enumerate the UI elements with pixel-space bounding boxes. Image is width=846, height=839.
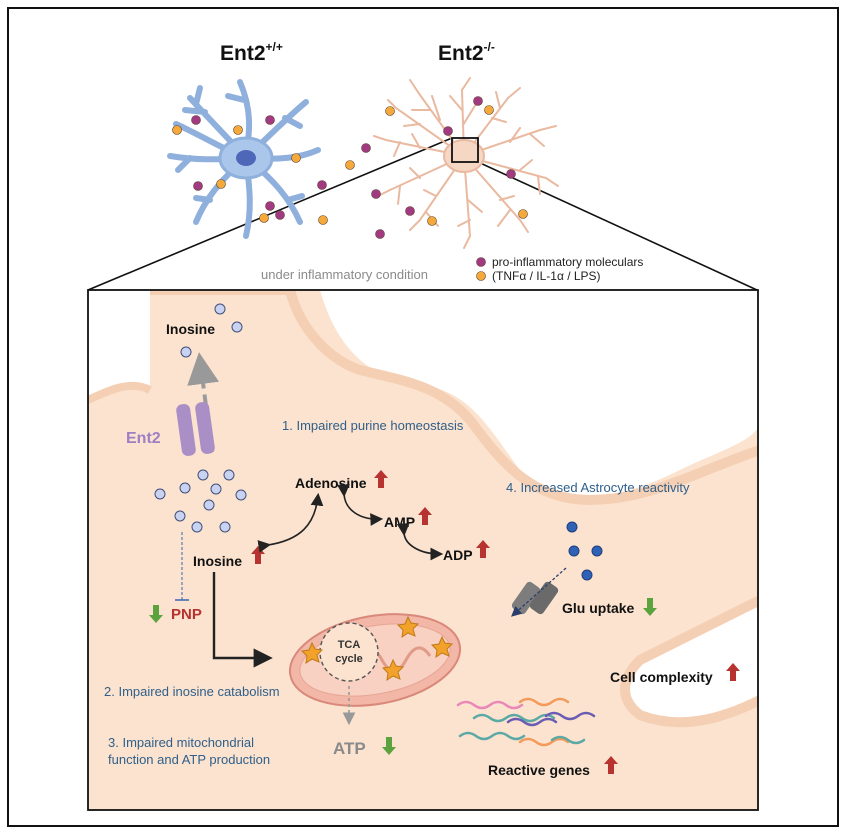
condition-label: under inflammatory condition — [261, 267, 428, 282]
inosine-outside-label: Inosine — [166, 321, 215, 337]
ent2-label: Ent2 — [126, 430, 161, 447]
step3-line1: 3. Impaired mitochondrial — [108, 735, 254, 750]
inflammatory-dots — [172, 96, 528, 239]
inosine-inside-dots — [154, 469, 247, 533]
zoom-box — [451, 137, 479, 163]
legend-item-1: pro-inflammatory moleculars — [492, 255, 643, 269]
pnp-label: PNP — [171, 606, 202, 623]
amp-label: AMP — [384, 514, 415, 530]
cell-complexity-label: Cell complexity — [610, 669, 713, 685]
ent2-transporter — [176, 402, 215, 456]
zoom-line-right — [477, 161, 758, 291]
reactive-genes-label: Reactive genes — [488, 762, 590, 778]
step3-line2: function and ATP production — [108, 752, 270, 767]
mitochondrion — [288, 613, 462, 707]
amp-adp-arrow — [396, 522, 444, 561]
tca-line2: cycle — [335, 653, 363, 665]
legend-orange-dot — [476, 271, 486, 281]
adp-label: ADP — [443, 547, 473, 563]
tca-line1: TCA — [338, 639, 361, 651]
inosine-adenosine-arrow — [257, 492, 324, 553]
ko-astrocyte — [373, 77, 559, 249]
ros-stars — [300, 615, 454, 682]
wt-astrocyte — [167, 79, 321, 239]
gene-strands — [456, 697, 596, 747]
legend-purple-dot — [476, 257, 486, 267]
panel-border — [87, 289, 759, 811]
atp-label: ATP — [333, 739, 366, 758]
adenosine-label: Adenosine — [295, 475, 367, 491]
glu-uptake-label: Glu uptake — [562, 600, 635, 616]
ko-title: Ent2-/- — [438, 40, 495, 65]
step1-label: 1. Impaired purine homeostasis — [282, 418, 464, 433]
step4-label: 4. Increased Astrocyte reactivity — [506, 480, 690, 495]
legend: pro-inflammatory moleculars (TNFα / IL-1… — [476, 255, 643, 283]
inosine-mito-arrow — [212, 572, 273, 668]
step2-label: 2. Impaired inosine catabolism — [104, 684, 280, 699]
legend-item-2: (TNFα / IL-1α / LPS) — [492, 269, 601, 283]
zoom-panel — [87, 289, 759, 811]
wt-title: Ent2+/+ — [220, 40, 283, 65]
zoom-line-left — [87, 137, 453, 291]
inosine-inside-label: Inosine — [193, 553, 242, 569]
glutamate-dots — [566, 521, 603, 581]
glu-uptake-arrow — [511, 567, 567, 617]
adenosine-amp-arrow — [337, 484, 384, 526]
